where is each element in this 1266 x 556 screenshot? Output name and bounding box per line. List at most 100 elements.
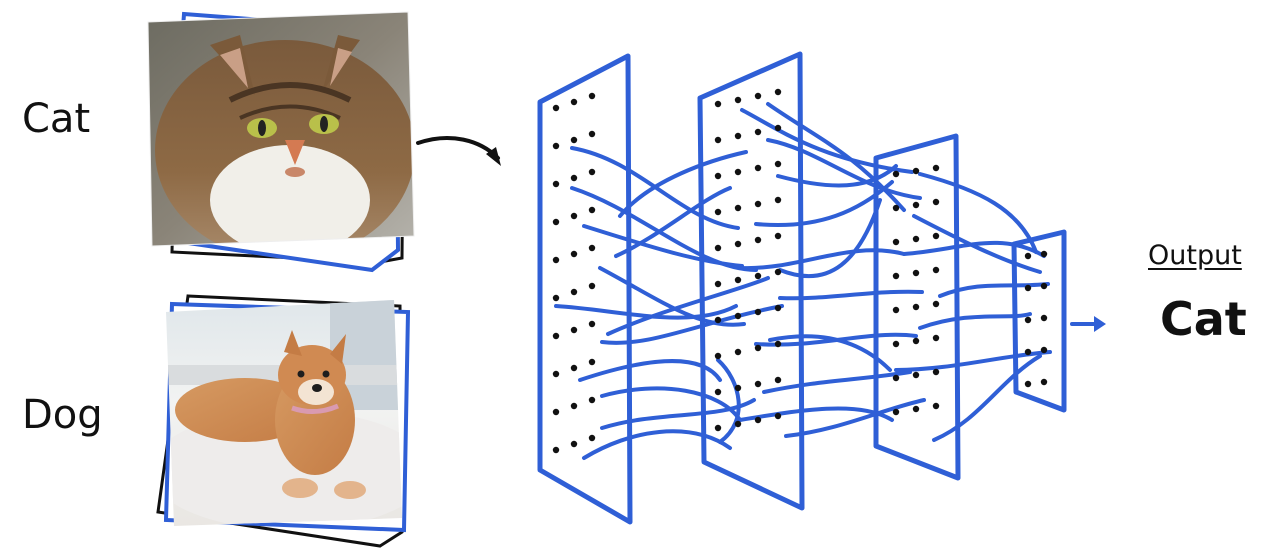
cat-image-stack [147,11,415,273]
output-value: Cat [1160,292,1247,346]
layer-3-node [892,204,900,212]
layer-2-node [714,280,722,288]
network [537,51,1067,525]
layer-1-node [570,440,578,448]
layer-4-node [1040,314,1048,322]
layer-4-node [1040,250,1048,258]
layer-3-node [932,198,940,206]
layer-1-node [588,320,596,328]
layer-1-node [570,402,578,410]
layer-3-node [932,232,940,240]
layer-2-node [714,172,722,180]
layer-3-node [892,238,900,246]
layer-2-node [774,412,782,420]
layer-1-node [588,92,596,100]
layer-2-node [754,380,762,388]
layer-1-node [570,136,578,144]
layer-1-node [570,212,578,220]
layer-2-node [774,376,782,384]
layer-1-node [552,256,560,264]
layer-2-node [754,236,762,244]
layer-2-node [774,304,782,312]
layer-2-node [714,100,722,108]
layer-1-node [588,206,596,214]
layer-3-node [932,300,940,308]
layer-4-node [1024,252,1032,260]
layer-3-node [932,402,940,410]
layer-2-node [774,160,782,168]
layer-4-node [1040,346,1048,354]
layer-3-node [892,374,900,382]
layer-2-node [774,88,782,96]
layer-3-node [912,303,920,311]
layer-2-node [714,136,722,144]
layer-1-node [552,408,560,416]
layer-1-node [570,364,578,372]
layer-1-node [588,358,596,366]
layer-1-node [552,446,560,454]
layer-4-node [1040,378,1048,386]
layer-2-node [714,352,722,360]
layer-4-node [1024,284,1032,292]
layer-2-node [734,276,742,284]
input-label-dog: Dog [22,392,103,438]
connections [554,102,1052,460]
layer-2-node [754,308,762,316]
layer-1-node [552,370,560,378]
layer-1-node [588,434,596,442]
layer-4-node [1024,380,1032,388]
layer-2-node [734,420,742,428]
layer-2-node [774,196,782,204]
layer-3-node [912,235,920,243]
dog-image-stack [156,294,411,548]
dog-photo [166,300,402,526]
layer-3-node [912,405,920,413]
layer-3-node [892,340,900,348]
layer-2-node [774,232,782,240]
layer-2-node [774,268,782,276]
layer-3-node [892,306,900,314]
cat-photo [148,12,414,246]
layer-2-node [754,164,762,172]
layer-1-node [588,168,596,176]
layer-2-node [734,168,742,176]
layer-3-frame [873,133,961,481]
layer-2-node [734,204,742,212]
layer-2-node [714,316,722,324]
input-label-cat: Cat [22,96,91,142]
layer-2-node [734,348,742,356]
layer-2-node [754,416,762,424]
layer-1-node [552,218,560,226]
output-heading: Output [1148,240,1242,271]
layer-3-node [912,371,920,379]
layer-2-node [734,384,742,392]
layer-2-frame [697,51,805,511]
layer-1-node [588,130,596,138]
layer-3-node [912,167,920,175]
layer-2-node [734,312,742,320]
layer-1-node [570,288,578,296]
layer-4-node [1040,282,1048,290]
layer-2-node [734,132,742,140]
layer-2-node [734,96,742,104]
layer-1-node [552,104,560,112]
output-arrow [1070,316,1106,332]
layer-3-node [892,170,900,178]
layer-2-node [734,240,742,248]
layer-2-node [754,200,762,208]
layer-2-node [714,388,722,396]
layer-2-node [754,128,762,136]
layer-3-node [912,269,920,277]
layer-1-node [570,250,578,258]
layer-4-frame [1011,229,1067,413]
layer-3-node [932,164,940,172]
layer-2-node [754,92,762,100]
layer-3-node [892,272,900,280]
nodes [552,88,1048,454]
layer-3-node [912,337,920,345]
layer-1-node [588,244,596,252]
layer-2-node [714,244,722,252]
layer-1-node [570,98,578,106]
layer-1-node [552,294,560,302]
